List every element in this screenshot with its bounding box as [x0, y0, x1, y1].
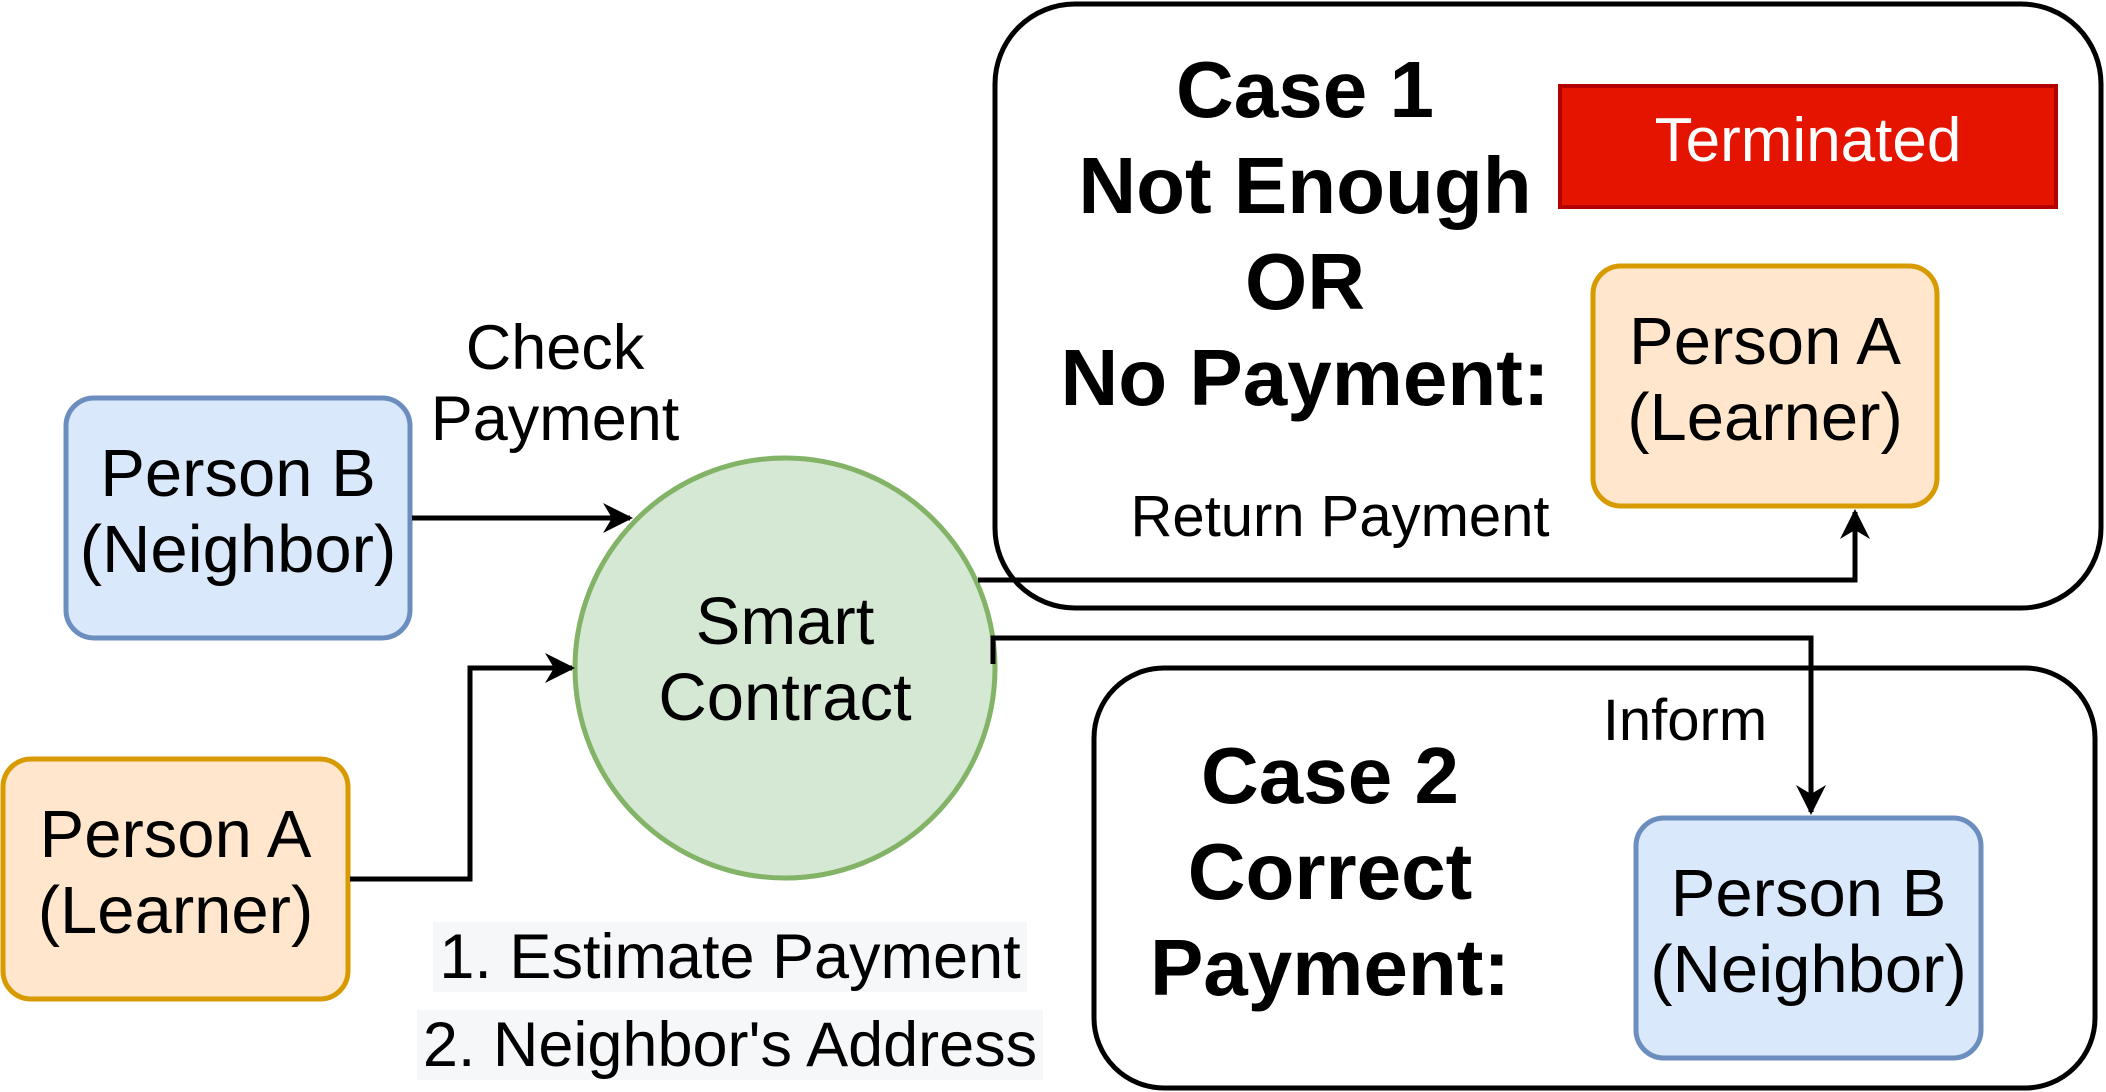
- smart-contract-circle: [572, 455, 998, 881]
- inputs-label: 1. Estimate Payment 2. Neighbor's Addres…: [340, 913, 1120, 1089]
- person-b-left-label: Person B (Neighbor): [66, 436, 410, 587]
- case1-title-line2: Not Enough: [1078, 141, 1532, 230]
- person-a-left-line2: (Learner): [37, 872, 314, 948]
- inputs-line1: 1. Estimate Payment: [433, 922, 1027, 992]
- return-payment-arrow: [978, 509, 1870, 583]
- case1-title-line3: OR: [1245, 237, 1365, 326]
- check-payment-line2: Payment: [430, 384, 680, 455]
- inputs-line2: 2. Neighbor's Address: [416, 1010, 1044, 1081]
- terminated-label: Terminated: [1654, 106, 1962, 175]
- case1-person-a-line1: Person A: [1629, 304, 1901, 379]
- case2-person-b-line2: (Neighbor): [1650, 931, 1967, 1007]
- return-payment-label: Return Payment: [1130, 484, 1550, 549]
- person-b-left-line2: (Neighbor): [79, 511, 397, 587]
- person-b-left-box: [63, 395, 413, 641]
- case1-title: Case 1 Not Enough OR No Payment:: [1040, 42, 1570, 426]
- case2-person-b-box: [1633, 815, 1984, 1061]
- person-a-left-label: Person A (Learner): [3, 797, 348, 948]
- person-a-left-box: [0, 756, 351, 1002]
- case2-title: Case 2 Correct Payment:: [1110, 728, 1550, 1016]
- check-payment-line1: Check: [465, 313, 645, 383]
- person-b-left-line1: Person B: [100, 436, 376, 511]
- inputs-arrow: [350, 653, 575, 882]
- inform-label: Inform: [1602, 688, 1768, 753]
- person-a-left-line1: Person A: [39, 797, 312, 872]
- case2-person-b-label: Person B (Neighbor): [1636, 856, 1981, 1007]
- case1-title-line1: Case 1: [1176, 45, 1434, 134]
- check-payment-label: Check Payment: [405, 313, 705, 455]
- case1-person-a-line2: (Learner): [1627, 379, 1903, 455]
- case2-person-b-line1: Person B: [1670, 856, 1947, 931]
- case2-title-line3: Payment:: [1149, 923, 1511, 1012]
- smart-contract-label: Smart Contract: [580, 584, 990, 735]
- case1-title-line4: No Payment:: [1060, 333, 1550, 422]
- case2-title-line1: Case 2: [1201, 731, 1459, 820]
- smart-contract-line2: Contract: [658, 659, 912, 735]
- terminated-box: [1558, 84, 2058, 209]
- smart-contract-line1: Smart: [695, 584, 875, 659]
- inform-arrow-line: [990, 635, 1826, 815]
- case2-title-line2: Correct: [1187, 827, 1473, 916]
- case1-person-a-box: [1590, 263, 1940, 509]
- case1-person-a-label: Person A (Learner): [1593, 304, 1937, 455]
